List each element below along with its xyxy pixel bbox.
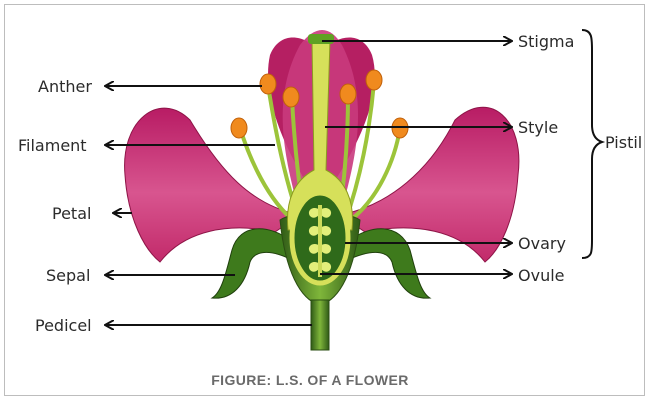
pistil-brace	[582, 30, 602, 258]
figure-caption: FIGURE: L.S. OF A FLOWER	[211, 372, 409, 388]
label-pistil: Pistil	[605, 133, 642, 152]
label-ovule: Ovule	[518, 266, 565, 285]
label-sepal: Sepal	[46, 266, 90, 285]
anther-3	[340, 84, 356, 104]
anther-5	[231, 118, 247, 138]
anther-2	[283, 87, 299, 107]
label-anther: Anther	[38, 77, 92, 96]
stigma-top	[308, 34, 334, 44]
label-petal: Petal	[52, 204, 91, 223]
label-pedicel: Pedicel	[35, 316, 92, 335]
label-filament: Filament	[18, 136, 87, 155]
sepal-right	[350, 229, 430, 298]
label-stigma: Stigma	[518, 32, 574, 51]
anther-1	[260, 74, 276, 94]
anther-4	[366, 70, 382, 90]
label-ovary: Ovary	[518, 234, 566, 253]
sepal-left	[212, 229, 290, 298]
label-style: Style	[518, 118, 558, 137]
pedicel-stalk	[311, 300, 329, 350]
